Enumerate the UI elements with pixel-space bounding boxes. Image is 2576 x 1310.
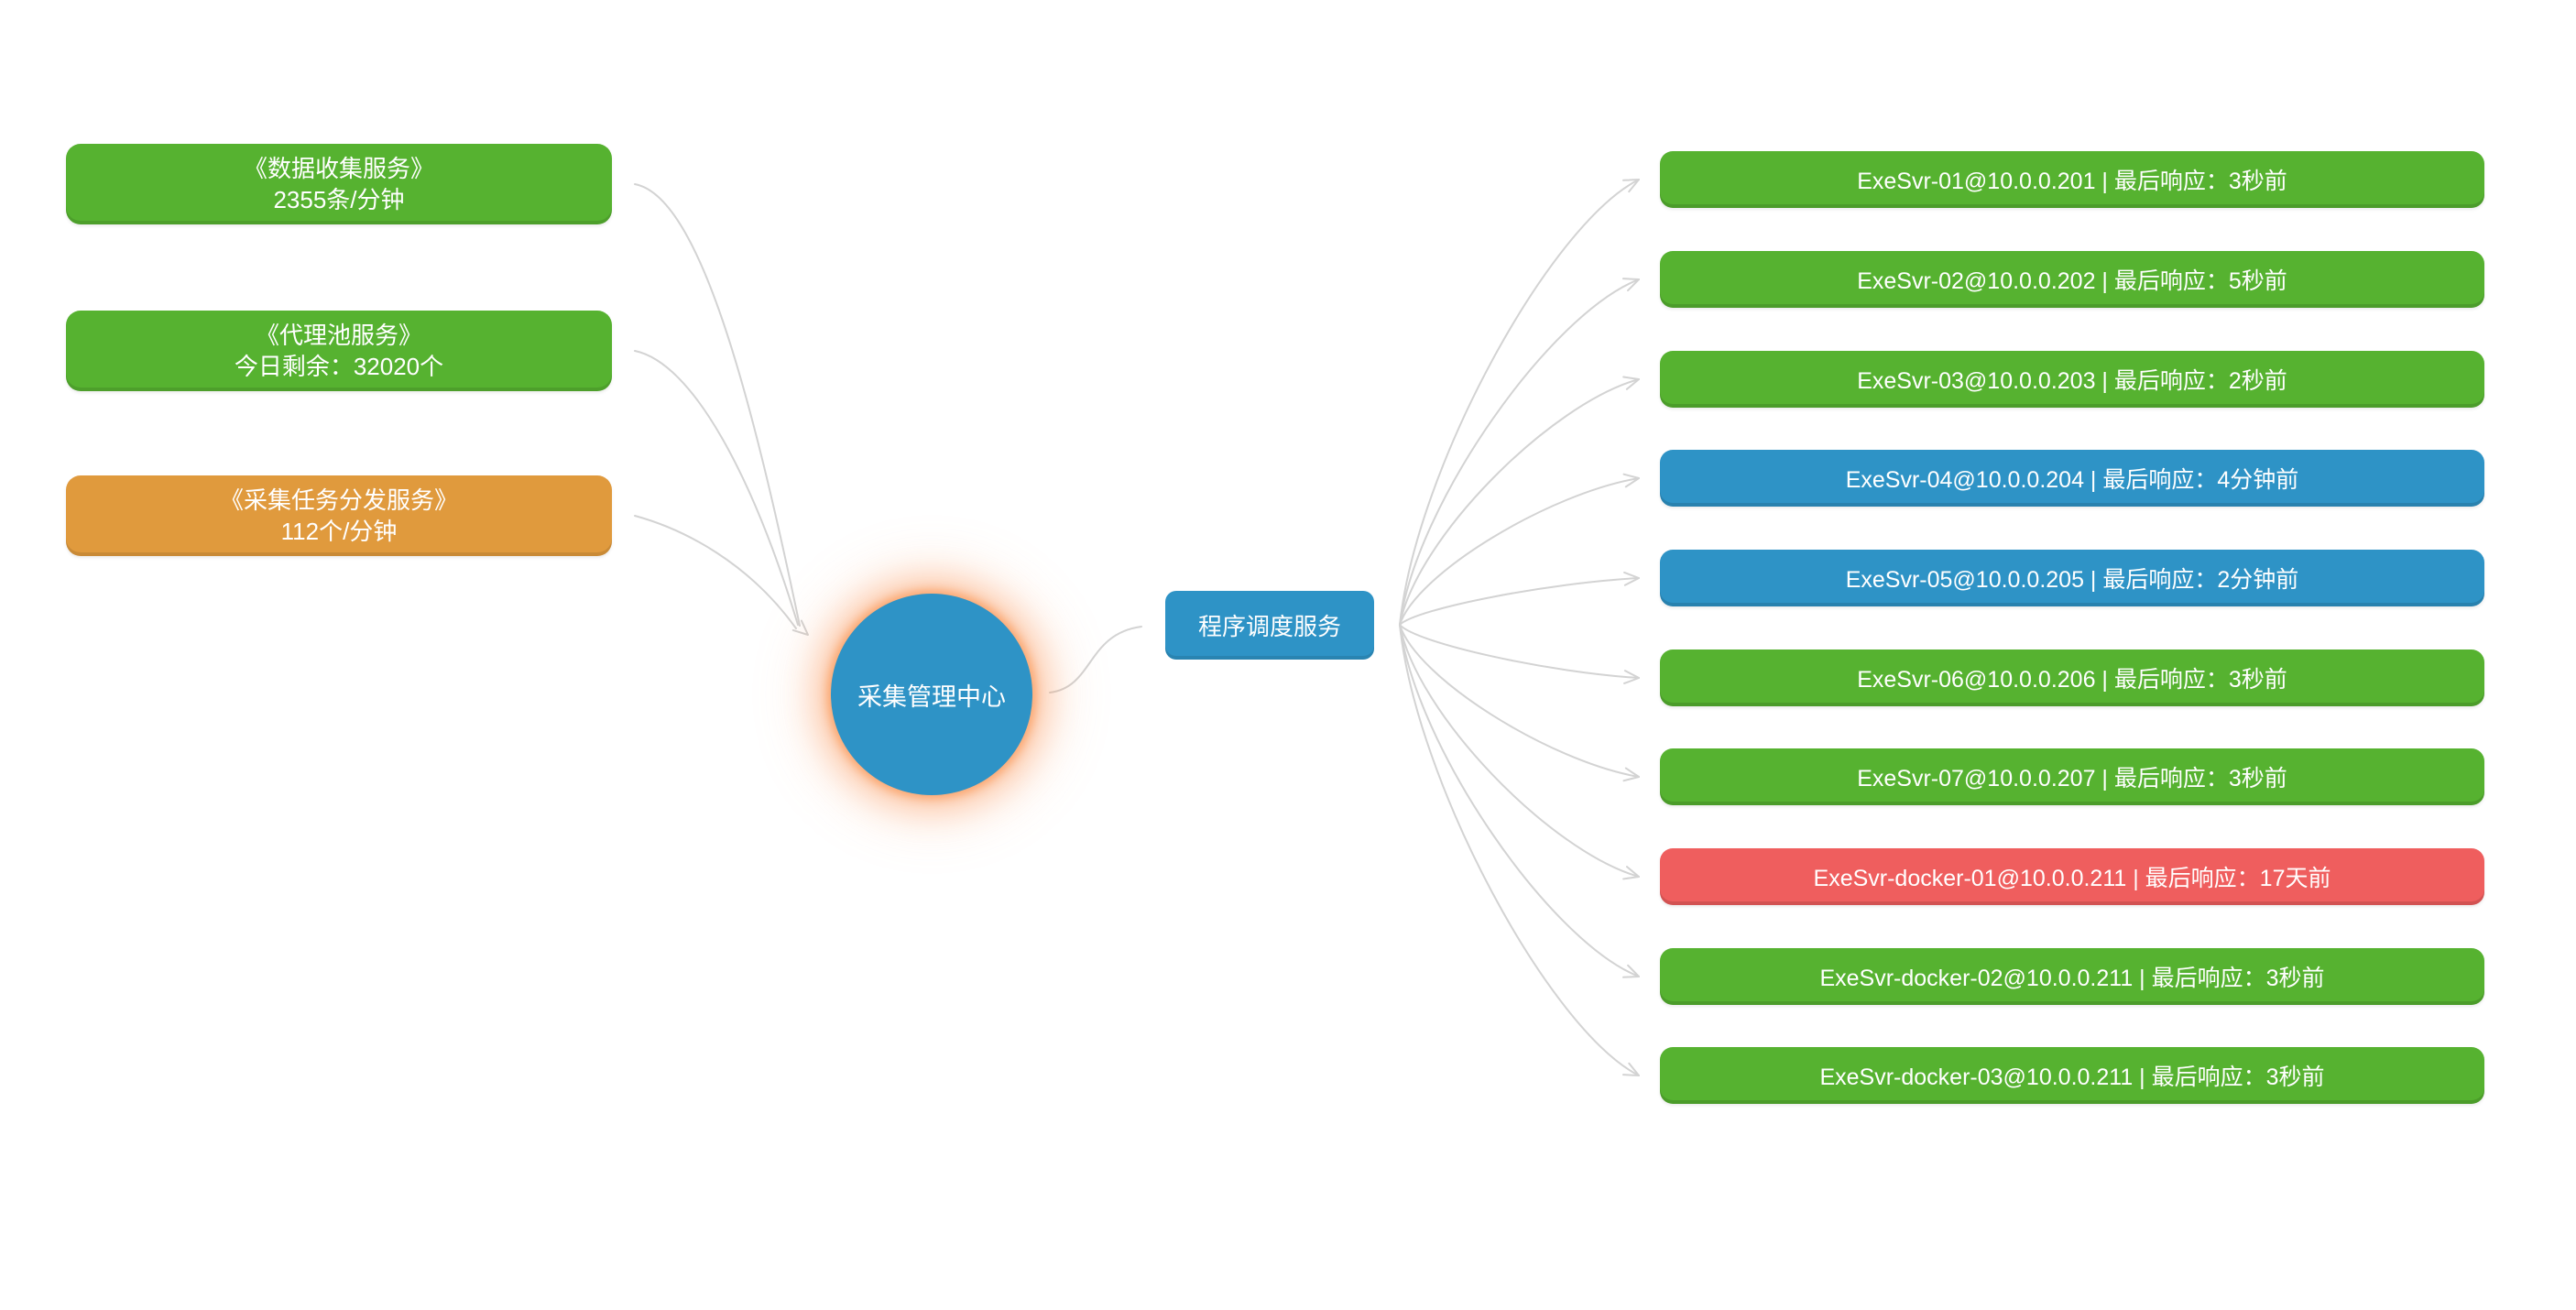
- server-status-label: ExeSvr-01@10.0.0.201 | 最后响应：3秒前: [1857, 169, 2287, 194]
- connector-curve: [1399, 624, 1640, 778]
- node-exesvr-05[interactable]: ExeSvr-05@10.0.0.205 | 最后响应：2分钟前: [1660, 550, 2484, 606]
- arrowhead-icon: [1622, 866, 1640, 880]
- server-status-label: ExeSvr-02@10.0.0.202 | 最后响应：5秒前: [1857, 268, 2287, 294]
- connector-curve: [1399, 179, 1640, 626]
- node-exesvr-03[interactable]: ExeSvr-03@10.0.0.203 | 最后响应：2秒前: [1660, 351, 2484, 408]
- server-status-label: ExeSvr-docker-02@10.0.0.211 | 最后响应：3秒前: [1819, 966, 2325, 991]
- node-title: 采集管理中心: [857, 682, 1006, 711]
- node-program-scheduler-service[interactable]: 程序调度服务: [1165, 591, 1374, 660]
- node-title: 《代理池服务》: [255, 322, 422, 349]
- node-metric: 2355条/分钟: [273, 186, 405, 213]
- node-exesvr-docker-02[interactable]: ExeSvr-docker-02@10.0.0.211 | 最后响应：3秒前: [1660, 948, 2484, 1005]
- node-exesvr-01[interactable]: ExeSvr-01@10.0.0.201 | 最后响应：3秒前: [1660, 151, 2484, 208]
- arrowhead-icon: [1622, 1062, 1640, 1076]
- node-exesvr-06[interactable]: ExeSvr-06@10.0.0.206 | 最后响应：3秒前: [1660, 650, 2484, 706]
- connector-curve: [1049, 626, 1142, 693]
- node-data-collection-service[interactable]: 《数据收集服务》 2355条/分钟: [66, 144, 612, 224]
- connector-curve: [1399, 624, 1640, 878]
- arrowhead-icon: [1622, 767, 1640, 782]
- server-status-label: ExeSvr-04@10.0.0.204 | 最后响应：4分钟前: [1845, 467, 2299, 493]
- connector-curve: [1399, 624, 1640, 679]
- connector-curve: [634, 350, 799, 626]
- connector-curve: [634, 515, 797, 629]
- connector-curve: [1399, 624, 1640, 1076]
- node-proxy-pool-service[interactable]: 《代理池服务》 今日剩余：32020个: [66, 311, 612, 391]
- connector-curve: [634, 183, 801, 627]
- arrowhead-icon: [1623, 571, 1640, 586]
- node-exesvr-04[interactable]: ExeSvr-04@10.0.0.204 | 最后响应：4分钟前: [1660, 450, 2484, 507]
- connector-curve: [1399, 624, 1640, 977]
- server-status-label: ExeSvr-docker-01@10.0.0.211 | 最后响应：17天前: [1813, 866, 2331, 891]
- node-exesvr-docker-01[interactable]: ExeSvr-docker-01@10.0.0.211 | 最后响应：17天前: [1660, 848, 2484, 905]
- server-status-label: ExeSvr-03@10.0.0.203 | 最后响应：2秒前: [1857, 368, 2287, 394]
- node-exesvr-02[interactable]: ExeSvr-02@10.0.0.202 | 最后响应：5秒前: [1660, 251, 2484, 308]
- arrowhead-icon: [1622, 376, 1640, 390]
- node-metric: 今日剩余：32020个: [234, 353, 444, 380]
- node-title: 《数据收集服务》: [243, 155, 434, 182]
- arrowhead-icon: [1622, 473, 1640, 488]
- arrowhead-icon: [1622, 278, 1640, 292]
- node-collection-management-center[interactable]: 采集管理中心: [831, 594, 1032, 795]
- server-status-label: ExeSvr-07@10.0.0.207 | 最后响应：3秒前: [1857, 766, 2287, 791]
- node-metric: 112个/分钟: [280, 518, 398, 545]
- node-task-dispatch-service[interactable]: 《采集任务分发服务》 112个/分钟: [66, 475, 612, 556]
- node-title: 《采集任务分发服务》: [219, 486, 458, 514]
- arrowhead-icon: [791, 619, 809, 636]
- arrowhead-icon: [1623, 670, 1640, 684]
- connector-curve: [1399, 278, 1640, 626]
- node-title: 程序调度服务: [1197, 613, 1341, 640]
- connector-curve: [1399, 577, 1640, 626]
- connector-curve: [1399, 378, 1640, 626]
- connector-curve: [1399, 477, 1640, 626]
- server-status-label: ExeSvr-docker-03@10.0.0.211 | 最后响应：3秒前: [1819, 1064, 2325, 1090]
- arrowhead-icon: [1622, 964, 1640, 978]
- server-status-label: ExeSvr-06@10.0.0.206 | 最后响应：3秒前: [1857, 667, 2287, 693]
- arrowhead-icon: [1622, 179, 1640, 193]
- node-exesvr-07[interactable]: ExeSvr-07@10.0.0.207 | 最后响应：3秒前: [1660, 748, 2484, 805]
- node-exesvr-docker-03[interactable]: ExeSvr-docker-03@10.0.0.211 | 最后响应：3秒前: [1660, 1047, 2484, 1104]
- server-status-label: ExeSvr-05@10.0.0.205 | 最后响应：2分钟前: [1845, 567, 2299, 593]
